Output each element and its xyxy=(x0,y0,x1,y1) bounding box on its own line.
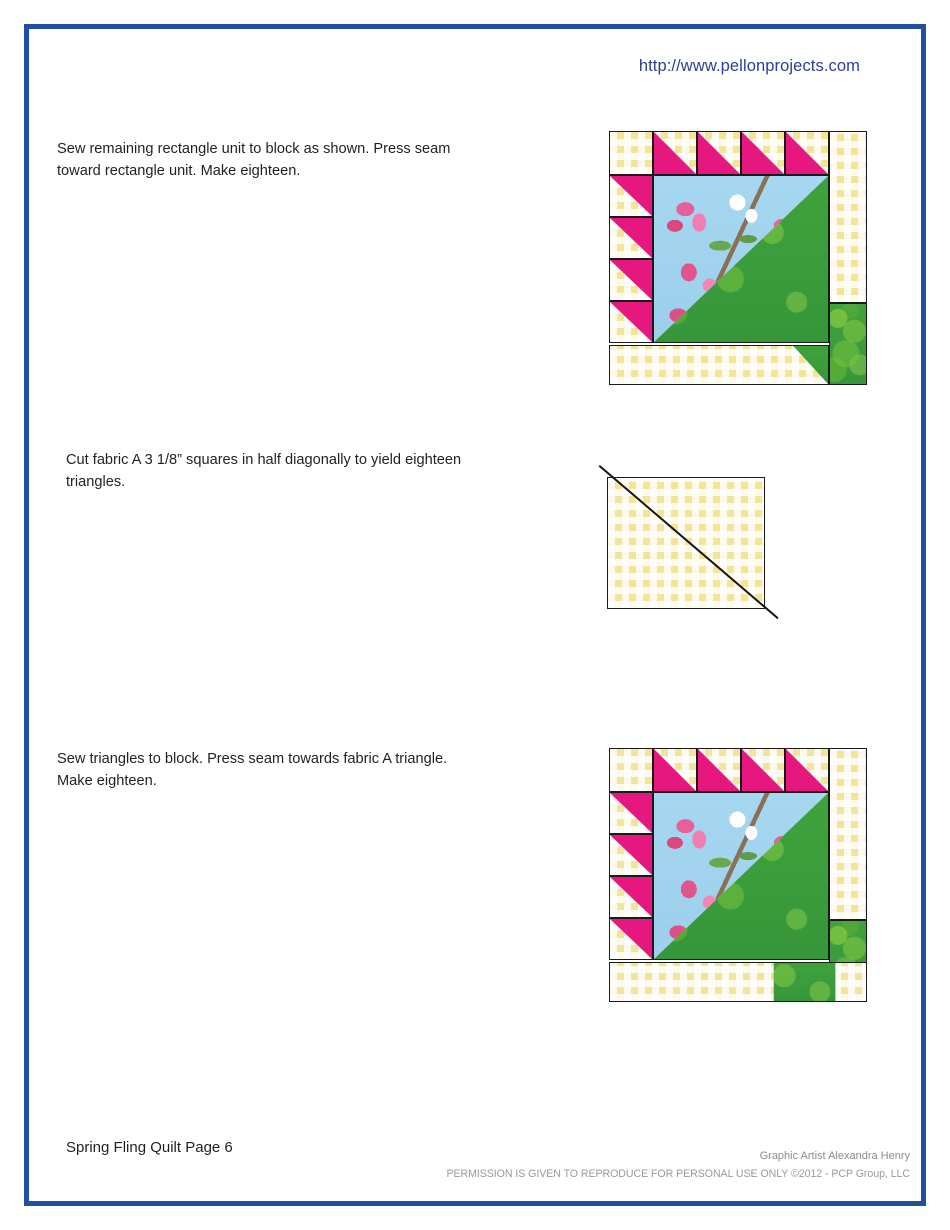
instruction-step-2: Cut fabric A 3 1/8” squares in half diag… xyxy=(66,449,578,493)
hst-top-3-triangle xyxy=(742,132,784,174)
hst-left-1-b-triangle xyxy=(610,793,652,833)
hst-left-4 xyxy=(609,301,653,343)
quilt-block-diagram-bottom xyxy=(609,748,867,1006)
hst-top-2 xyxy=(697,131,741,175)
instruction-step-1-line-2: toward rectangle unit. Make eighteen. xyxy=(57,163,301,180)
hst-left-2-triangle xyxy=(610,218,652,258)
hst-top-1-b xyxy=(653,748,697,792)
footer-page-title: Spring Fling Quilt Page 6 xyxy=(66,1139,233,1156)
hst-top-2-b xyxy=(697,748,741,792)
hst-top-1-b-triangle xyxy=(654,749,696,791)
footer-artist-credit: Graphic Artist Alexandra Henry xyxy=(759,1150,910,1162)
center-square xyxy=(653,175,829,343)
hst-top-4 xyxy=(785,131,829,175)
center-square-b xyxy=(653,792,829,960)
center-floral-triangle-b xyxy=(654,793,828,959)
bottom-rectangle-unit xyxy=(609,345,829,385)
right-border-strip-b xyxy=(829,748,867,920)
instruction-step-2-line-1: Cut fabric A 3 1/8” squares in half diag… xyxy=(66,452,462,468)
green-corner-wedge xyxy=(829,303,867,385)
hst-top-1-triangle xyxy=(654,132,696,174)
bottom-green-diagonal xyxy=(773,963,795,1001)
hst-left-3-triangle xyxy=(610,260,652,300)
hst-top-3-b xyxy=(741,748,785,792)
hst-left-3-b-triangle xyxy=(610,877,652,917)
center-floral-triangle xyxy=(654,176,828,342)
site-url: http://www.pellonprojects.com xyxy=(638,57,860,75)
instruction-step-3: Sew triangles to block. Press seam towar… xyxy=(57,748,562,792)
green-corner-fill xyxy=(830,304,866,384)
footer-permission-notice: PERMISSION IS GIVEN TO REPRODUCE FOR PER… xyxy=(446,1168,910,1180)
hst-top-2-triangle xyxy=(698,132,740,174)
hst-top-4-b-triangle xyxy=(786,749,828,791)
hst-top-3-b-triangle xyxy=(742,749,784,791)
bottom-rectangle-gingham xyxy=(610,346,828,384)
page-border-frame xyxy=(24,24,926,1206)
bottom-rectangle-unit-b xyxy=(609,962,867,1002)
hst-left-1-b xyxy=(609,792,653,834)
instruction-step-3-line-1: Sew triangles to block. Press seam towar… xyxy=(57,751,448,767)
hst-left-3 xyxy=(609,259,653,301)
corner-square-top-left xyxy=(609,131,653,175)
hst-left-4-b-triangle xyxy=(610,919,652,959)
quilt-block-diagram-top xyxy=(609,131,867,389)
instruction-step-1: Sew remaining rectangle unit to block as… xyxy=(57,138,562,182)
hst-left-3-b xyxy=(609,876,653,918)
hst-left-4-triangle xyxy=(610,302,652,342)
hst-top-3 xyxy=(741,131,785,175)
hst-left-2-b xyxy=(609,834,653,876)
hst-top-4-triangle xyxy=(786,132,828,174)
hst-top-1 xyxy=(653,131,697,175)
right-border-strip xyxy=(829,131,867,303)
hst-top-2-b-triangle xyxy=(698,749,740,791)
instruction-step-1-line-1: Sew remaining rectangle unit to block as… xyxy=(57,141,451,157)
hst-left-1-triangle xyxy=(610,176,652,216)
hst-left-1 xyxy=(609,175,653,217)
hst-left-4-b xyxy=(609,918,653,960)
instruction-step-2-line-2: triangles. xyxy=(66,474,126,491)
bottom-green-segment xyxy=(794,963,836,1001)
gingham-square-diagram xyxy=(598,464,779,620)
hst-top-4-b xyxy=(785,748,829,792)
corner-square-top-left-b xyxy=(609,748,653,792)
hst-left-2 xyxy=(609,217,653,259)
instruction-step-3-line-2: Make eighteen. xyxy=(57,773,157,790)
hst-left-2-b-triangle xyxy=(610,835,652,875)
